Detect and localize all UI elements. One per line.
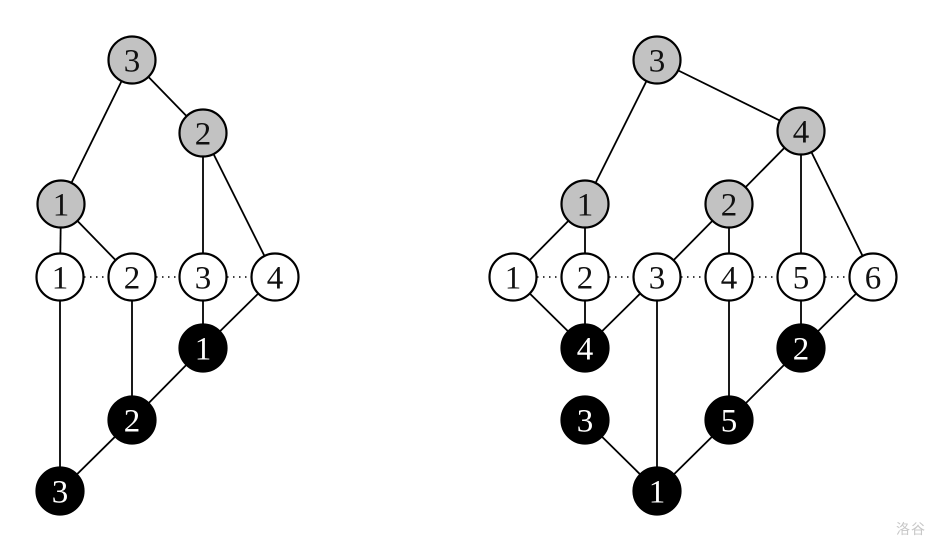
white-node-circle — [250, 252, 300, 302]
gray-node-circle — [36, 179, 86, 229]
black-node-circle — [107, 395, 157, 445]
node-label: 2 — [124, 403, 141, 439]
white-node-circle — [776, 252, 826, 302]
white-node-circle — [704, 252, 754, 302]
gray-node-circle — [107, 35, 157, 85]
gray-node-circle — [704, 179, 754, 229]
right-graph-node-white-5: 5 — [776, 252, 826, 302]
right-graph-node-white-1: 1 — [488, 252, 538, 302]
node-label: 1 — [53, 187, 70, 223]
left-graph-node-white-4: 4 — [250, 252, 300, 302]
node-label: 1 — [577, 187, 594, 223]
gray-node-circle — [776, 106, 826, 156]
left-graph-node-gray-3: 3 — [107, 35, 157, 85]
left-graph-node-white-1: 1 — [35, 252, 85, 302]
gray-node-circle — [632, 35, 682, 85]
node-label: 3 — [124, 43, 141, 79]
right-graph-node-gray-4: 4 — [776, 106, 826, 156]
node-label: 3 — [52, 474, 69, 510]
edge-g2-w4 — [202, 132, 276, 278]
node-label: 4 — [721, 260, 738, 296]
right-graph-node-white-4: 4 — [704, 252, 754, 302]
right-graph-node-white-3: 3 — [632, 252, 682, 302]
white-node-circle — [560, 252, 610, 302]
black-node-circle — [632, 466, 682, 516]
white-node-circle — [35, 252, 85, 302]
left-graph: 3 2 1 1 2 3 4 1 2 3 — [35, 35, 300, 516]
node-label: 4 — [793, 114, 810, 150]
white-node-circle — [848, 252, 898, 302]
white-node-circle — [632, 252, 682, 302]
left-graph-node-gray-1: 1 — [36, 179, 86, 229]
edge-g4-w6 — [800, 130, 874, 278]
left-graph-node-white-2: 2 — [107, 252, 157, 302]
black-node-circle — [776, 323, 826, 373]
right-graph-node-white-6: 6 — [848, 252, 898, 302]
node-label: 4 — [577, 331, 594, 367]
white-node-circle — [178, 252, 228, 302]
edge-g3-g4 — [656, 59, 802, 132]
right-graph-node-black-1: 1 — [632, 466, 682, 516]
edge-g3-g1 — [60, 59, 133, 205]
node-label: 2 — [721, 187, 738, 223]
node-label: 4 — [267, 260, 284, 296]
node-label: 5 — [793, 260, 810, 296]
right-graph: 3 4 1 2 1 2 3 4 5 6 4 2 3 5 1 — [488, 35, 898, 516]
right-graph-node-black-2: 2 — [776, 323, 826, 373]
node-label: 1 — [649, 474, 666, 510]
node-label: 6 — [865, 260, 882, 296]
right-graph-node-gray-1: 1 — [560, 179, 610, 229]
node-label: 2 — [577, 260, 594, 296]
node-label: 3 — [649, 43, 666, 79]
node-label: 1 — [195, 331, 212, 367]
node-label: 3 — [195, 260, 212, 296]
left-graph-node-black-3: 3 — [35, 466, 85, 516]
node-label: 3 — [649, 260, 666, 296]
left-graph-node-black-2: 2 — [107, 395, 157, 445]
right-graph-node-gray-2: 2 — [704, 179, 754, 229]
edge-g3-g1 — [584, 59, 658, 205]
left-graph-node-gray-2: 2 — [178, 108, 228, 158]
watermark: 洛谷 — [896, 522, 926, 538]
left-graph-node-white-3: 3 — [178, 252, 228, 302]
node-label: 2 — [195, 116, 212, 152]
right-graph-node-black-4: 4 — [560, 323, 610, 373]
right-graph-node-black-5: 5 — [704, 395, 754, 445]
right-graph-node-gray-3: 3 — [632, 35, 682, 85]
node-label: 5 — [721, 403, 738, 439]
node-label: 1 — [52, 260, 69, 296]
node-label: 2 — [793, 331, 810, 367]
right-graph-node-white-2: 2 — [560, 252, 610, 302]
gray-node-circle — [178, 108, 228, 158]
black-node-circle — [178, 323, 228, 373]
left-graph-node-black-1: 1 — [178, 323, 228, 373]
node-label: 2 — [124, 260, 141, 296]
black-node-circle — [704, 395, 754, 445]
node-label: 1 — [505, 260, 522, 296]
right-graph-node-black-3: 3 — [560, 395, 610, 445]
black-node-circle — [560, 323, 610, 373]
black-node-circle — [35, 466, 85, 516]
black-node-circle — [560, 395, 610, 445]
node-label: 3 — [577, 403, 594, 439]
gray-node-circle — [560, 179, 610, 229]
white-node-circle — [488, 252, 538, 302]
white-node-circle — [107, 252, 157, 302]
